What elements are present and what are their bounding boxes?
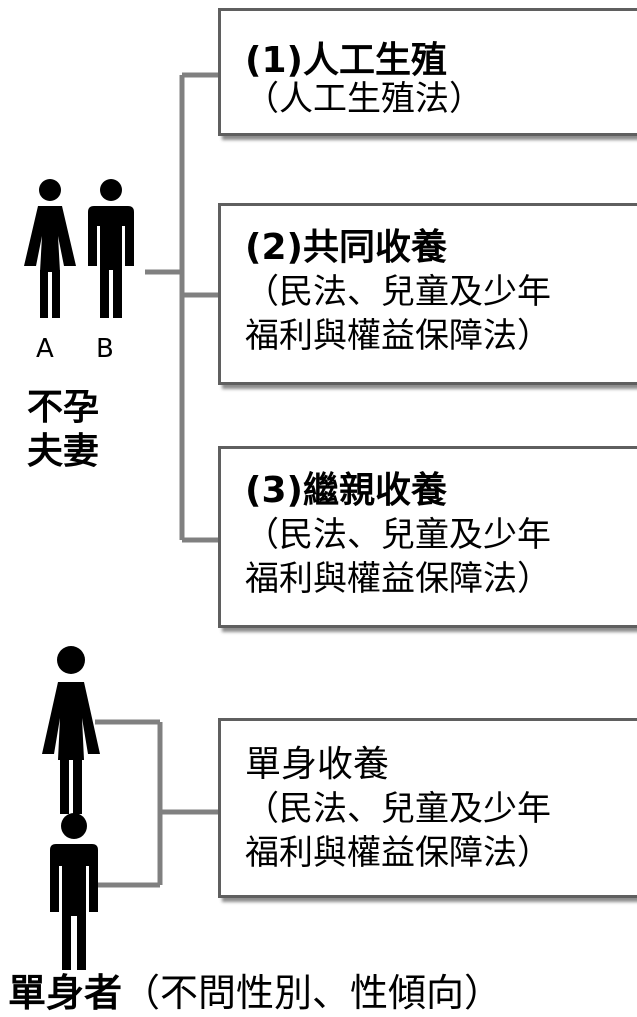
single-caption-rest: （不問性別、性傾向） <box>122 971 503 1015</box>
option-law-line1: （民法、兒童及少年 <box>245 515 551 555</box>
option-box-single-adoption: 單身收養 （民法、兒童及少年 福利與權益保障法） <box>218 718 637 898</box>
couple-caption-line2: 夫妻 <box>27 431 100 472</box>
option-box-joint-adoption: (2)共同收養 （民法、兒童及少年 福利與權益保障法） <box>218 203 637 385</box>
option-title: (3)繼親收養 <box>245 470 447 511</box>
single-option-title: 單身收養 <box>245 744 390 785</box>
couple-caption: 不孕 夫妻 <box>27 386 99 474</box>
option-box-stepchild-adoption: (3)繼親收養 （民法、兒童及少年 福利與權益保障法） <box>218 446 637 628</box>
woman-icon <box>24 179 76 318</box>
label-b: B <box>96 334 114 364</box>
single-option-law-line2: 福利與權益保障法） <box>245 833 551 873</box>
option-law-line1: （人工生殖法） <box>245 79 483 119</box>
single-caption: 單身者（不問性別、性傾向） <box>8 962 502 1017</box>
man-icon <box>88 179 134 318</box>
option-box-artificial-reproduction: (1)人工生殖 （人工生殖法） <box>218 8 637 136</box>
option-law-line2: 福利與權益保障法） <box>245 559 551 599</box>
option-title: (2)共同收養 <box>245 227 447 268</box>
single-caption-bold: 單身者 <box>8 971 123 1015</box>
couple-caption-line1: 不孕 <box>27 387 100 428</box>
single-woman-icon <box>42 646 100 814</box>
option-law-line1: （民法、兒童及少年 <box>245 272 551 312</box>
option-title: (1)人工生殖 <box>245 40 447 81</box>
couple-figures-icon <box>24 179 134 318</box>
label-a: A <box>36 334 54 364</box>
single-man-icon <box>50 813 98 970</box>
option-law-line2: 福利與權益保障法） <box>245 316 551 356</box>
single-option-law-line1: （民法、兒童及少年 <box>245 789 551 829</box>
